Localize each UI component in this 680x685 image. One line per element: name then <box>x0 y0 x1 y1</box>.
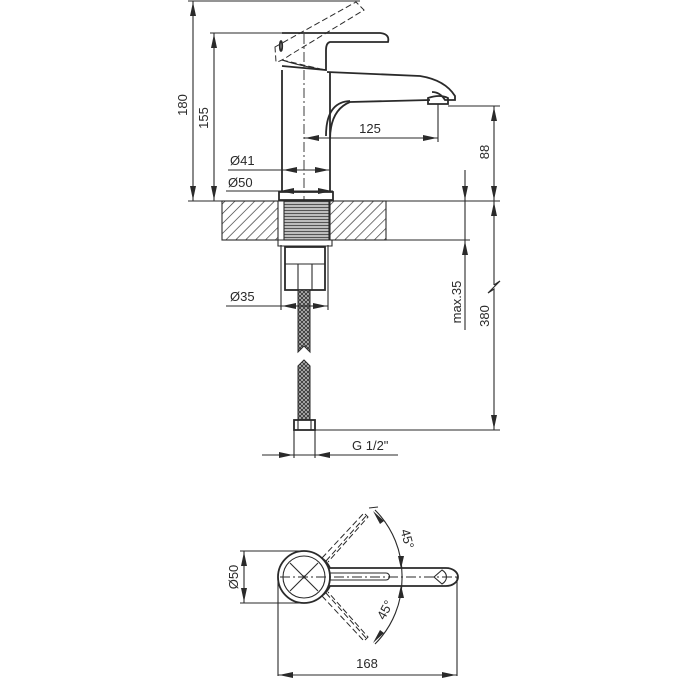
dim-max35-label: max.35 <box>449 281 464 324</box>
faucet-body <box>274 1 456 201</box>
dimension-max-counter: max.35 <box>449 170 468 330</box>
countertop-section <box>188 200 500 247</box>
braided-hose <box>293 289 316 458</box>
dim-41-label: Ø41 <box>230 153 255 168</box>
angle-upper-label: 45° <box>398 527 418 550</box>
dimension-base-diameter: Ø50 <box>226 175 333 194</box>
dim-top-50-label: Ø50 <box>226 565 241 590</box>
dim-155-label: 155 <box>196 107 211 129</box>
dimension-shank-diameter: Ø35 <box>226 245 329 310</box>
dimension-clearance-and-hose: 88 380 <box>315 105 501 431</box>
dim-180-label: 180 <box>175 94 190 116</box>
mounting-nut <box>284 246 326 291</box>
dim-thread-label: G 1/2" <box>352 438 389 453</box>
dimension-body-diameter: Ø41 <box>228 153 330 173</box>
dimension-thread: G 1/2" <box>262 438 398 458</box>
threaded-shank <box>283 200 330 241</box>
dim-125-label: 125 <box>359 121 381 136</box>
dimension-body-height: 155 <box>196 32 282 201</box>
dim-380-label: 380 <box>477 305 492 327</box>
dimension-total-height: 180 <box>175 0 360 201</box>
dim-168-label: 168 <box>356 656 378 671</box>
dimension-top-base-diameter: Ø50 <box>226 550 304 604</box>
dimension-angles: 45° 45° <box>368 506 418 645</box>
dimension-overall-length: 168 <box>277 577 458 678</box>
dimension-spout-reach: 125 <box>304 104 439 142</box>
hose-nut <box>293 419 316 431</box>
top-view: 45° 45° Ø50 168 <box>226 506 459 678</box>
dim-50-label: Ø50 <box>228 175 253 190</box>
side-view: 180 155 125 Ø41 <box>175 0 501 458</box>
dim-35-label: Ø35 <box>230 289 255 304</box>
dim-88-label: 88 <box>477 145 492 159</box>
